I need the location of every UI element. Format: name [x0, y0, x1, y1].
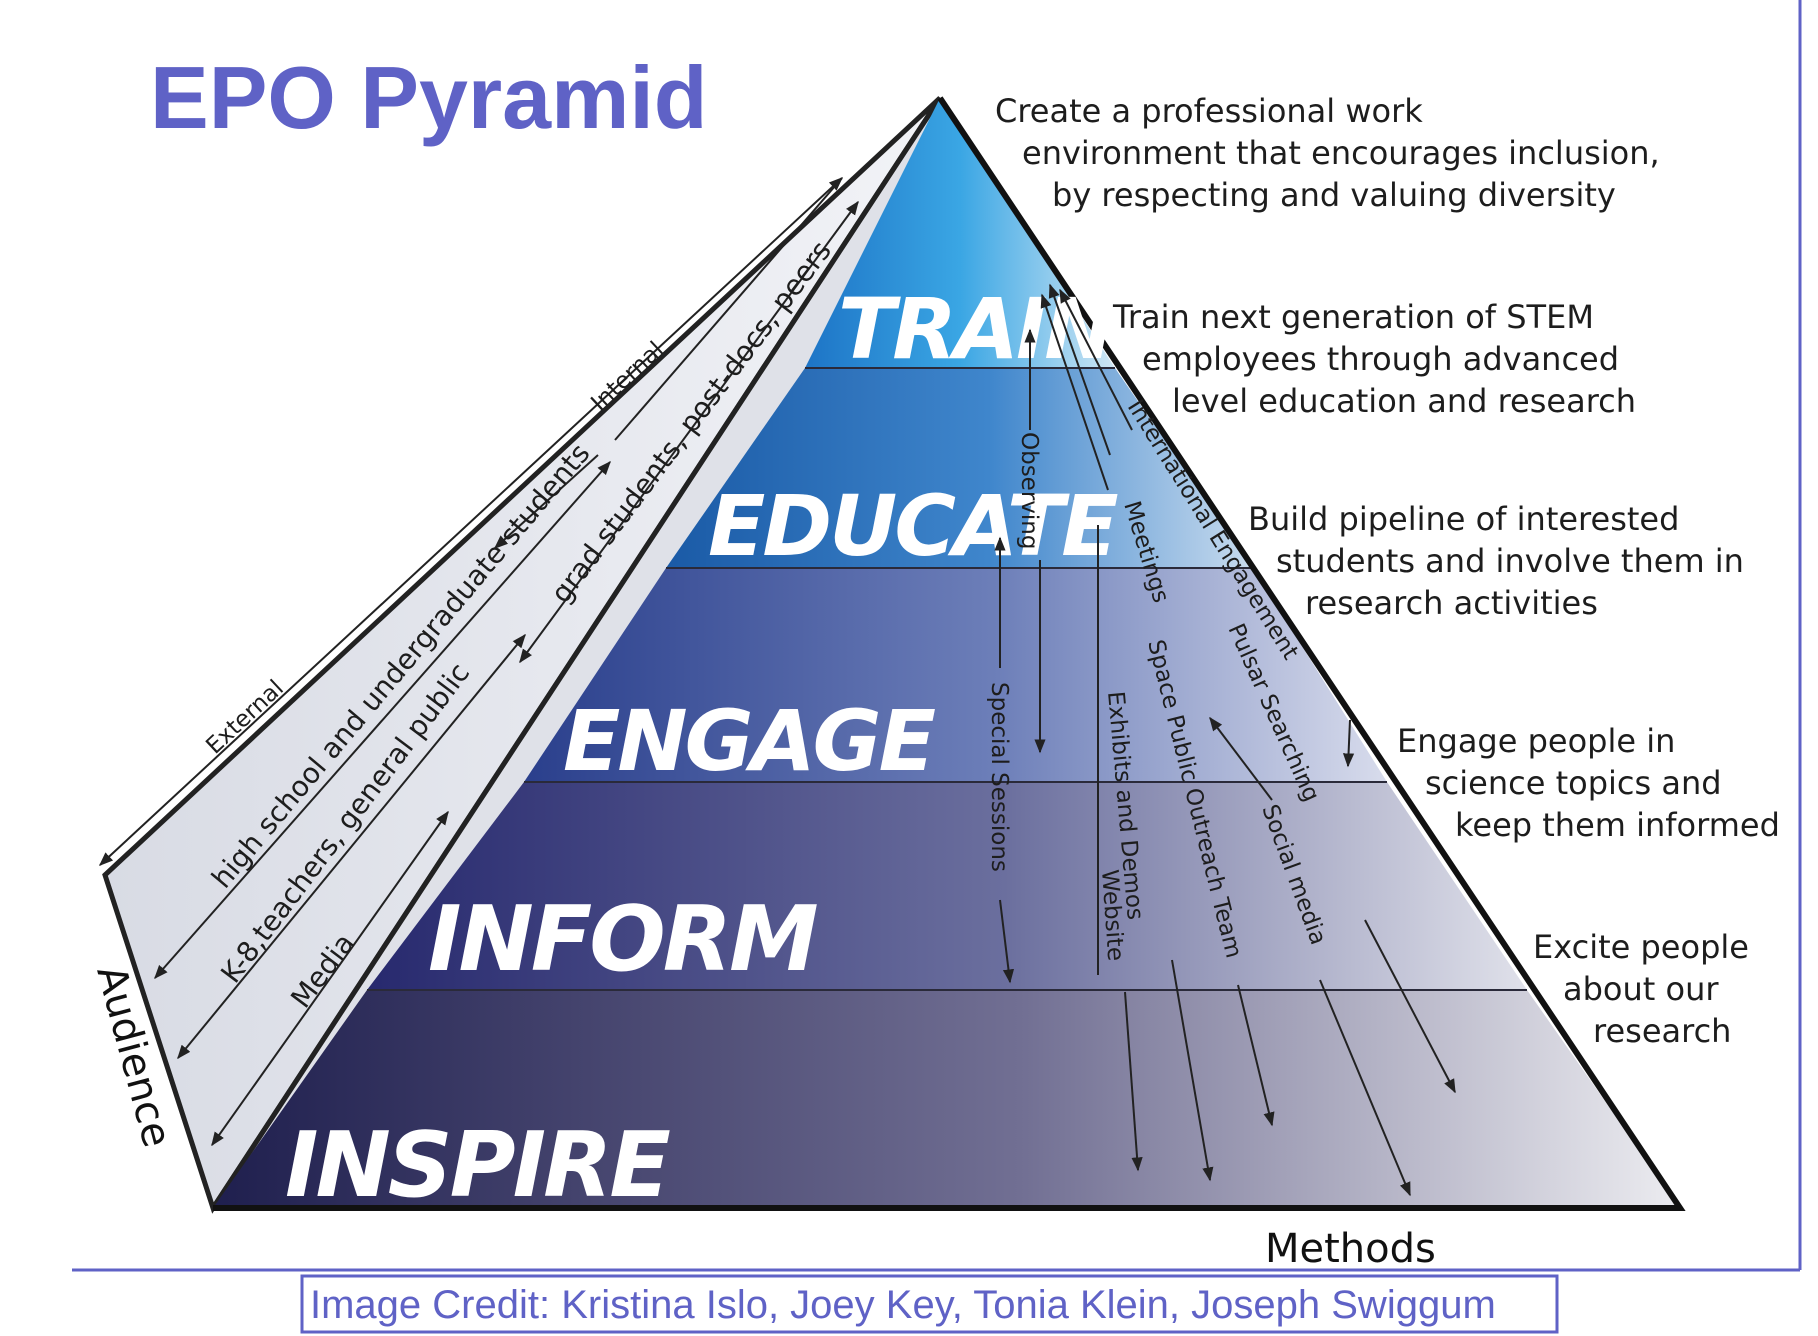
method-arrow-exhibits-lower — [1171, 959, 1214, 1182]
goal-train: Create a professional work environment t… — [995, 92, 1670, 214]
level-label-inspire: INSPIRE — [285, 1113, 670, 1218]
goal-inspire: Excite people about our research — [1533, 928, 1759, 1050]
method-arrow-meetings — [1040, 293, 1109, 491]
goal-inform: Engage people in science topics and keep… — [1397, 722, 1780, 844]
methods-axis-label: Methods — [1265, 1226, 1436, 1272]
method-arrow-website — [1124, 991, 1143, 1172]
pyramid-outline — [213, 96, 1686, 1211]
level-label-train: TRAIN — [838, 280, 1113, 378]
method-arrow-social-lower — [1319, 979, 1411, 1197]
image-credit: Image Credit: Kristina Islo, Joey Key, T… — [310, 1283, 1496, 1327]
tier-train — [805, 98, 1115, 368]
level-label-engage: ENGAGE — [563, 692, 936, 790]
media-arrow — [211, 810, 449, 1147]
method-arrow-international — [1059, 288, 1133, 431]
method-arrow-exhibits — [1048, 283, 1111, 456]
level-label-inform: INFORM — [428, 887, 817, 992]
goal-engage: Build pipeline of interested students an… — [1248, 500, 1754, 622]
credit-box — [300, 1274, 1559, 1334]
level-label-educate: EDUCATE — [708, 477, 1118, 575]
method-arrow-spot — [1237, 984, 1275, 1127]
method-arrow-international-end — [1342, 719, 1355, 768]
method-label-observing: Observing — [1016, 432, 1042, 549]
method-arrow-pulsar — [1364, 919, 1456, 1094]
method-label-website: Website — [1096, 869, 1128, 962]
goal-educate: Train next generation of STEM employees … — [1112, 298, 1636, 420]
method-arrow-social — [1209, 716, 1273, 801]
tier-inspire — [213, 990, 1680, 1208]
method-arrow-special-lower — [999, 899, 1015, 984]
page-title: EPO Pyramid — [150, 48, 708, 147]
grad-arrow — [519, 200, 859, 664]
method-label-special-sessions: Special Sessions — [986, 682, 1012, 872]
